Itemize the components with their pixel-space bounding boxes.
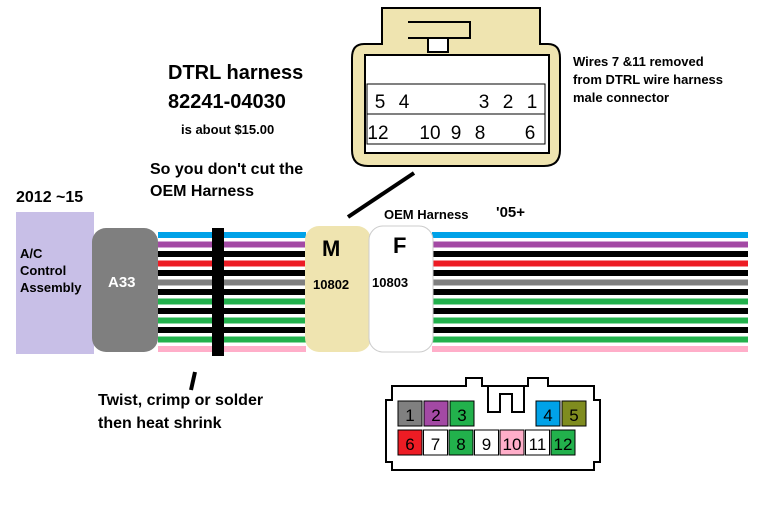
- removed-note-line2: from DTRL wire harness: [573, 72, 723, 87]
- male-pin-3: 3: [479, 92, 490, 113]
- female-pin-8: 8: [456, 435, 465, 454]
- female-pin-12: 12: [554, 435, 573, 454]
- wire-right-6: [432, 279, 748, 286]
- female-pin-10-cell: [499, 429, 525, 456]
- wire-right-2: [432, 241, 748, 248]
- connector-f-letter: F: [393, 233, 406, 258]
- wire-right-12: [432, 336, 748, 343]
- male-pin-10: 10: [419, 123, 440, 144]
- wire-right-1: [432, 232, 748, 238]
- wire-right-8: [432, 298, 748, 305]
- female-pin-1-cell: [397, 400, 423, 427]
- male-pin-5: 5: [375, 92, 386, 113]
- female-pin-3-cell: [449, 400, 475, 427]
- wire-left-13: [158, 346, 306, 352]
- female-pin-4-cell: [535, 400, 561, 427]
- wire-left-4: [158, 260, 306, 267]
- no-cut-line2: OEM Harness: [150, 183, 254, 200]
- wire-left-8: [158, 298, 306, 305]
- male-pin-6: 6: [525, 123, 536, 144]
- wire-right-5: [432, 270, 748, 276]
- wire-left-12: [158, 336, 306, 343]
- connector-f-part: 10803: [372, 275, 408, 290]
- female-pin-10: 10: [503, 435, 522, 454]
- female-pin-8-cell: [448, 429, 474, 456]
- wire-right-13: [432, 346, 748, 352]
- wire-left-9: [158, 308, 306, 314]
- female-pin-5: 5: [569, 406, 578, 425]
- male-pin-2: 2: [503, 92, 514, 113]
- wire-bundle-right: [432, 232, 748, 352]
- female-pin-12-cell: [550, 429, 576, 456]
- female-pin-7: 7: [431, 435, 440, 454]
- year-old: '05+: [496, 204, 525, 221]
- wire-right-7: [432, 289, 748, 295]
- pointer-line-male: [346, 171, 416, 219]
- wire-left-11: [158, 327, 306, 333]
- female-pin-11: 11: [529, 435, 547, 454]
- wire-left-7: [158, 289, 306, 295]
- wire-left-1: [158, 232, 306, 238]
- wire-right-9: [432, 308, 748, 314]
- male-pin-9: 9: [451, 123, 462, 144]
- female-pin-2-cell: [423, 400, 449, 427]
- wire-left-2: [158, 241, 306, 248]
- ac-label-line1: A/C: [20, 246, 43, 261]
- splice-marker: [212, 228, 224, 356]
- wire-left-3: [158, 251, 306, 257]
- oem-harness-label: OEM Harness: [384, 207, 469, 222]
- title-line1: DTRL harness: [168, 62, 303, 84]
- female-pin-9-cell: [474, 429, 499, 456]
- connector-m-letter: M: [322, 236, 340, 261]
- pointer-line-splice: [189, 371, 197, 391]
- female-pin-4: 4: [543, 406, 552, 425]
- a33-label: A33: [108, 274, 136, 291]
- female-pin-1: 1: [405, 406, 414, 425]
- removed-note-line3: male connector: [573, 90, 669, 105]
- connector-m-part: 10802: [313, 277, 349, 292]
- female-pin-6-cell: [397, 429, 423, 456]
- female-pin-5-cell: [561, 400, 587, 427]
- male-pin-12: 12: [367, 123, 388, 144]
- no-cut-line1: So you don't cut the: [150, 161, 303, 178]
- female-pin-7-cell: [423, 429, 448, 456]
- male-pin-8: 8: [475, 123, 486, 144]
- female-pin-6: 6: [405, 435, 414, 454]
- wire-bundle-left: [158, 232, 306, 352]
- female-pin-11-cell: [525, 429, 550, 456]
- a33-connector: [92, 228, 158, 352]
- connector-f: [368, 225, 434, 353]
- ac-control-assembly-box: [16, 212, 94, 354]
- male-pin-1: 1: [527, 92, 538, 113]
- removed-note-line1: Wires 7 &11 removed: [573, 54, 704, 69]
- female-pin-2: 2: [431, 406, 440, 425]
- wire-right-3: [432, 251, 748, 257]
- female-pin-9: 9: [482, 435, 491, 454]
- wire-right-4: [432, 260, 748, 267]
- connector-m: [305, 226, 371, 352]
- instructions-line1: Twist, crimp or solder: [98, 392, 263, 409]
- wire-left-6: [158, 279, 306, 286]
- title-price: is about $15.00: [181, 122, 274, 137]
- female-pin-3: 3: [457, 406, 466, 425]
- wire-left-5: [158, 270, 306, 276]
- male-pin-4: 4: [399, 92, 410, 113]
- year-new: 2012 ~15: [16, 189, 83, 206]
- wire-left-10: [158, 317, 306, 324]
- wire-right-11: [432, 327, 748, 333]
- instructions-line2: then heat shrink: [98, 415, 222, 432]
- ac-label-line2: Control: [20, 263, 66, 278]
- title-line2: 82241-04030: [168, 91, 286, 113]
- wire-right-10: [432, 317, 748, 324]
- ac-label-line3: Assembly: [20, 280, 82, 295]
